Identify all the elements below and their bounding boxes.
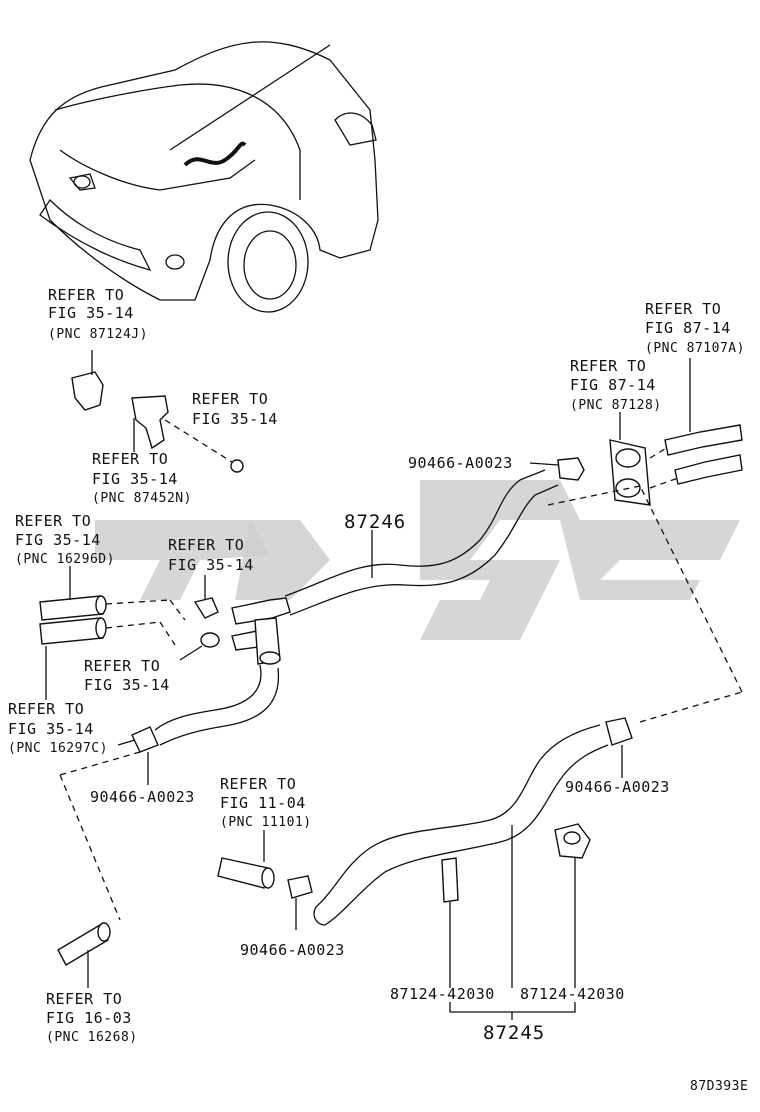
label-ref-16297c-line3: (PNC 16297C) xyxy=(8,741,108,756)
label-ref-87452n-line3: (PNC 87452N) xyxy=(92,491,192,506)
label-part-clip-a: 87124-42030 xyxy=(390,985,495,1003)
label-ref-11101-line2: FIG 11-04 xyxy=(220,794,306,812)
label-part-hose-87246: 87246 xyxy=(344,511,406,533)
grommet-87124j xyxy=(71,371,104,411)
hose-87246 xyxy=(284,469,559,616)
label-ref-11101-line1: REFER TO xyxy=(220,775,296,793)
clamp-left xyxy=(131,726,159,753)
vehicle-front-illustration xyxy=(29,41,379,313)
label-part-clamp-left: 90466-A0023 xyxy=(90,788,195,806)
label-ref-bolt-line2: FIG 35-14 xyxy=(192,410,278,428)
label-ref-clip-lower-line1: REFER TO xyxy=(84,657,160,675)
clip-lower xyxy=(200,632,220,648)
clip-upper xyxy=(193,597,219,619)
label-ref-clip-upper-line1: REFER TO xyxy=(168,536,244,554)
label-ref-87128-line3: (PNC 87128) xyxy=(570,398,662,413)
clip-a xyxy=(441,857,459,903)
label-part-clamp-bottom: 90466-A0023 xyxy=(240,941,345,959)
grommet-87128 xyxy=(609,439,651,506)
label-ref-16268-line2: FIG 16-03 xyxy=(46,1009,132,1027)
label-ref-87452n-line2: FIG 35-14 xyxy=(92,470,178,488)
hoses-16296d xyxy=(39,595,107,645)
pipe-11101 xyxy=(217,857,275,889)
label-ref-11101-line3: (PNC 11101) xyxy=(220,815,312,830)
label-ref-87124j-line3: (PNC 87124J) xyxy=(48,327,148,342)
hose-valve-outlet xyxy=(154,664,280,746)
label-ref-bolt-line1: REFER TO xyxy=(192,390,268,408)
label-ref-16297c-line1: REFER TO xyxy=(8,700,84,718)
label-ref-87107a-line3: (PNC 87107A) xyxy=(645,341,745,356)
watermark-logo xyxy=(95,480,740,640)
label-ref-87128-line1: REFER TO xyxy=(570,357,646,375)
label-part-clip-b: 87124-42030 xyxy=(520,985,625,1003)
clamp-top xyxy=(557,457,585,481)
clip-b xyxy=(554,823,591,859)
bolt xyxy=(230,459,244,473)
clamp-bottom xyxy=(287,875,313,899)
label-part-hose-87245: 87245 xyxy=(483,1022,545,1044)
label-ref-16297c-line2: FIG 35-14 xyxy=(8,720,94,738)
label-ref-87124j-line1: REFER TO xyxy=(48,286,124,304)
label-ref-clip-lower-line2: FIG 35-14 xyxy=(84,676,170,694)
label-ref-16268-line3: (PNC 16268) xyxy=(46,1030,138,1045)
water-valve xyxy=(231,597,291,665)
label-ref-16268-line1: REFER TO xyxy=(46,990,122,1008)
bracket-87452n xyxy=(131,395,169,450)
label-ref-87128-line2: FIG 87-14 xyxy=(570,376,656,394)
label-ref-87452n-line1: REFER TO xyxy=(92,450,168,468)
callout-bracket-87245 xyxy=(449,1002,576,1013)
label-ref-16296d-line3: (PNC 16296D) xyxy=(15,552,115,567)
pipe-16268 xyxy=(57,922,111,966)
label-ref-87107a-line1: REFER TO xyxy=(645,300,721,318)
label-ref-16296d-line2: FIG 35-14 xyxy=(15,531,101,549)
label-ref-87107a-line2: FIG 87-14 xyxy=(645,319,731,337)
hose-87245 xyxy=(313,724,609,926)
label-part-clamp-right: 90466-A0023 xyxy=(565,778,670,796)
label-ref-87124j-line2: FIG 35-14 xyxy=(48,304,134,322)
clamp-right xyxy=(605,717,633,746)
label-ref-clip-upper-line2: FIG 35-14 xyxy=(168,556,254,574)
pipe-87107a xyxy=(664,424,743,485)
label-part-clamp-top: 90466-A0023 xyxy=(408,454,513,472)
label-ref-16296d-line1: REFER TO xyxy=(15,512,91,530)
diagram-code: 87D393E xyxy=(690,1079,748,1094)
